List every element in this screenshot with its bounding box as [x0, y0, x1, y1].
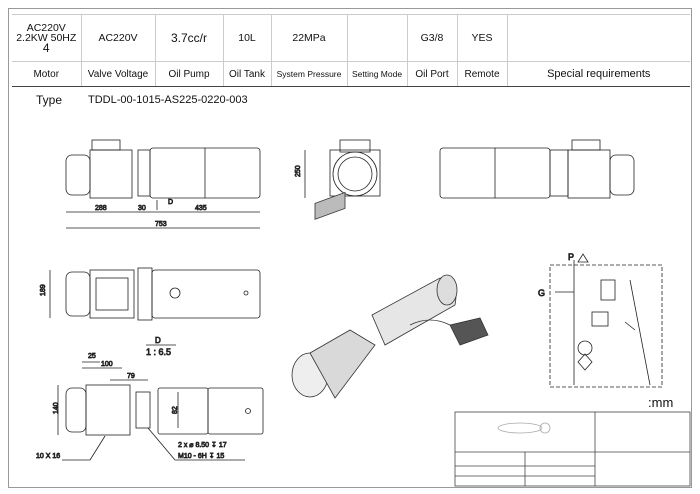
view-d-label: D	[155, 336, 161, 345]
port-g-label: G	[538, 288, 545, 298]
oil-tank-value: 10L	[222, 14, 271, 62]
front-view	[65, 139, 261, 229]
sheet-border	[8, 8, 692, 488]
oil-pump-label: Oil Pump	[154, 61, 223, 87]
arrow-d-label: D	[168, 199, 173, 206]
title-block	[454, 411, 691, 487]
view-scale: 1 : 6.5	[146, 347, 171, 357]
system-pressure-value: 22MPa	[270, 14, 347, 62]
setting-mode-value	[346, 14, 407, 62]
units-label: :mm	[648, 395, 674, 410]
slot-callout: 10 X 16	[36, 453, 60, 460]
type-value: TDDL-00-1015-AS225-0220-003	[88, 94, 248, 106]
oil-port-value: G3/8	[406, 14, 457, 62]
dim-753: 753	[155, 221, 167, 228]
dim-82: 82	[172, 406, 179, 414]
type-label: Type	[36, 93, 63, 107]
oil-pump-value: 3.7cc/r	[154, 14, 223, 62]
dim-435: 435	[195, 205, 207, 212]
isometric-view	[291, 191, 489, 399]
side-view	[304, 139, 381, 198]
valve-voltage-label: Valve Voltage	[80, 61, 155, 87]
valve-voltage-value: AC220V	[80, 14, 155, 62]
dim-100: 100	[101, 361, 113, 368]
dim-250: 250	[295, 165, 302, 177]
dim-140: 140	[53, 402, 60, 414]
dim-30: 30	[138, 205, 146, 212]
thread-callout: M10 - 6H ↧ 15	[178, 452, 224, 460]
remote-value: YES	[456, 14, 507, 62]
dim-25: 25	[88, 353, 96, 360]
motor-label: Motor	[12, 61, 81, 87]
dim-189: 189	[40, 284, 47, 296]
oil-tank-label: Oil Tank	[222, 61, 271, 87]
remote-label: Remote	[456, 61, 507, 87]
dim-79: 79	[127, 373, 135, 380]
hydraulic-schematic	[549, 253, 663, 388]
holes-callout: 2 x ⌀ 8.50 ↧ 17	[178, 441, 227, 449]
top-view	[49, 267, 261, 321]
system-pressure-label: System Pressure	[270, 61, 347, 87]
oil-port-label: Oil Port	[406, 61, 457, 87]
special-label: Special requirements	[506, 61, 690, 87]
rear-view	[439, 139, 635, 199]
special-value	[506, 14, 690, 62]
dim-288: 288	[95, 205, 107, 212]
bottom-view	[57, 361, 264, 461]
port-p-label: P	[568, 252, 574, 262]
setting-mode-label: Setting Mode	[346, 61, 407, 87]
